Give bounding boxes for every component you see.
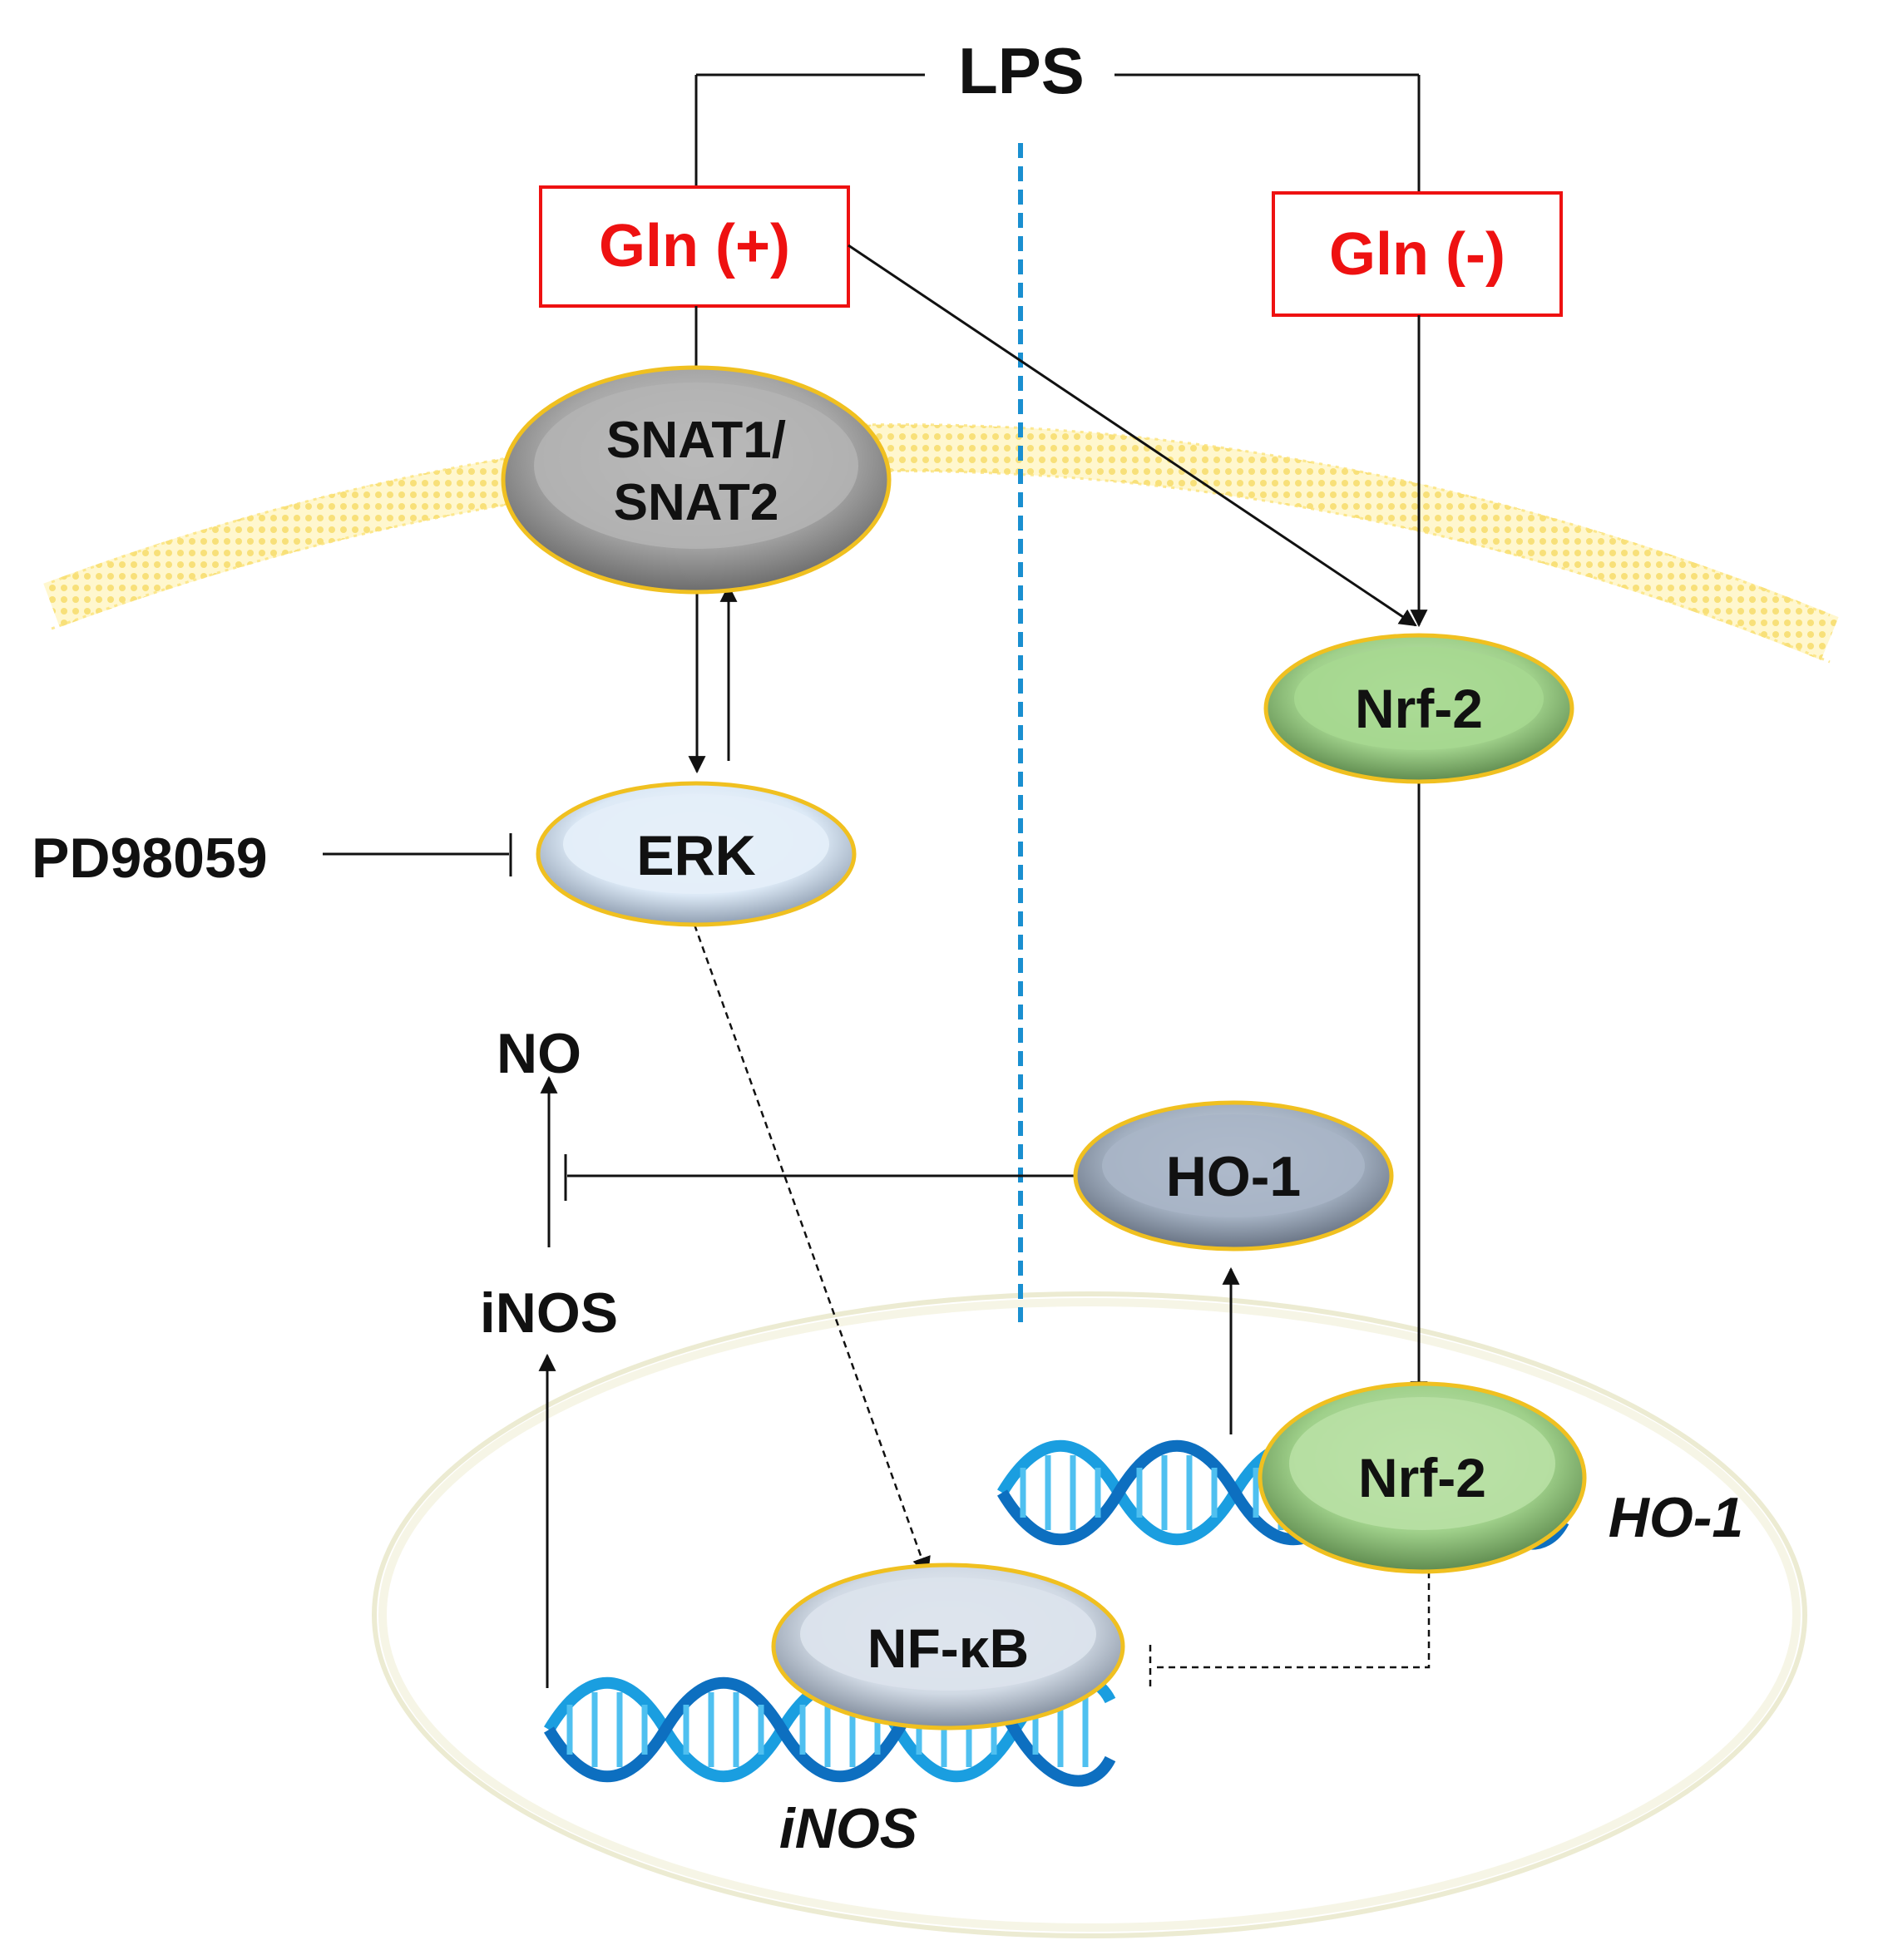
nrf2-nucleus-label: Nrf-2 [1358,1447,1486,1508]
inos-protein-label: iNOS [480,1281,618,1345]
nucleus [372,1291,1807,1938]
lps-bracket [694,73,1421,193]
no-label: NO [497,1022,581,1085]
nrf2-inhibit-nfkb-dashed [1152,1572,1431,1669]
lps-label: LPS [958,34,1085,107]
nfkb-node: NF-κB [771,1563,1125,1730]
ho1-gene-label: HO-1 [1609,1486,1743,1549]
nfkb-label: NF-κB [867,1617,1029,1679]
gln-minus-label: Gln (-) [1329,221,1505,288]
ho1-protein-label: HO-1 [1166,1145,1301,1208]
gln-plus-label: Gln (+) [599,213,790,279]
erk-label: ERK [636,824,756,887]
pd98059-label: PD98059 [32,827,268,890]
ho1-protein-node: HO-1 [1073,1100,1394,1252]
gln-minus-box [1272,191,1563,317]
nrf2-cytoplasm-label: Nrf-2 [1355,678,1483,739]
snat-label-line1: SNAT1/ [606,412,786,469]
snat-label-line2: SNAT2 [614,474,779,531]
snat-transporter-node: SNAT1/ SNAT2 [501,365,892,595]
nrf2-nucleus-node: Nrf-2 [1258,1381,1587,1574]
cell-membrane [43,424,1839,660]
gln-plus-to-nrf2-arrow [848,244,1417,627]
erk-to-nfkb-dashed-arrow [693,924,931,1577]
nrf2-cytoplasm-node: Nrf-2 [1263,633,1574,784]
inos-gene-label: iNOS [779,1797,917,1860]
erk-node: ERK [536,781,857,927]
